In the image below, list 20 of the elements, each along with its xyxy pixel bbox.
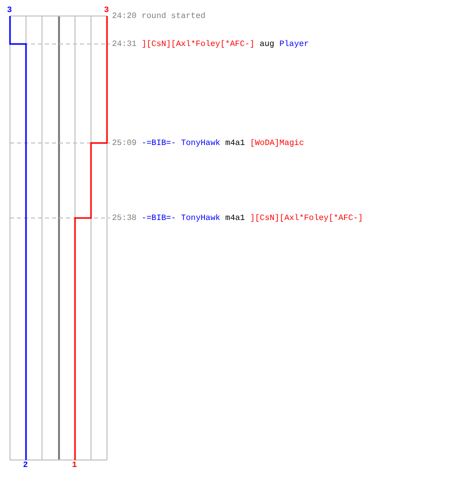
weapon-name: aug: [260, 40, 274, 49]
timestamp: 25:09: [112, 139, 137, 148]
timestamp: 25:38: [112, 214, 137, 223]
weapon-name: m4a1: [225, 214, 245, 223]
player-name: ][CsN][Axl*Foley[*AFC-]: [250, 214, 363, 223]
player-name: -=BIB=-: [142, 214, 176, 223]
player-name: TonyHawk: [180, 139, 220, 148]
event-text: round started: [142, 12, 206, 21]
weapon-name: m4a1: [225, 139, 245, 148]
timestamp: 24:20: [112, 12, 137, 21]
timestamp: 24:31: [112, 40, 137, 49]
player-name: Player: [279, 40, 309, 49]
player-count: 3: [104, 6, 109, 15]
player-name: -=BIB=-: [142, 139, 176, 148]
player-count: 2: [23, 461, 28, 470]
player-name: ][CsN][Axl*Foley[*AFC-]: [142, 40, 255, 49]
player-count: 3: [7, 6, 12, 15]
player-count: 1: [72, 461, 77, 470]
player-name: TonyHawk: [180, 214, 220, 223]
player-name: [WoDA]Magic: [250, 139, 304, 148]
